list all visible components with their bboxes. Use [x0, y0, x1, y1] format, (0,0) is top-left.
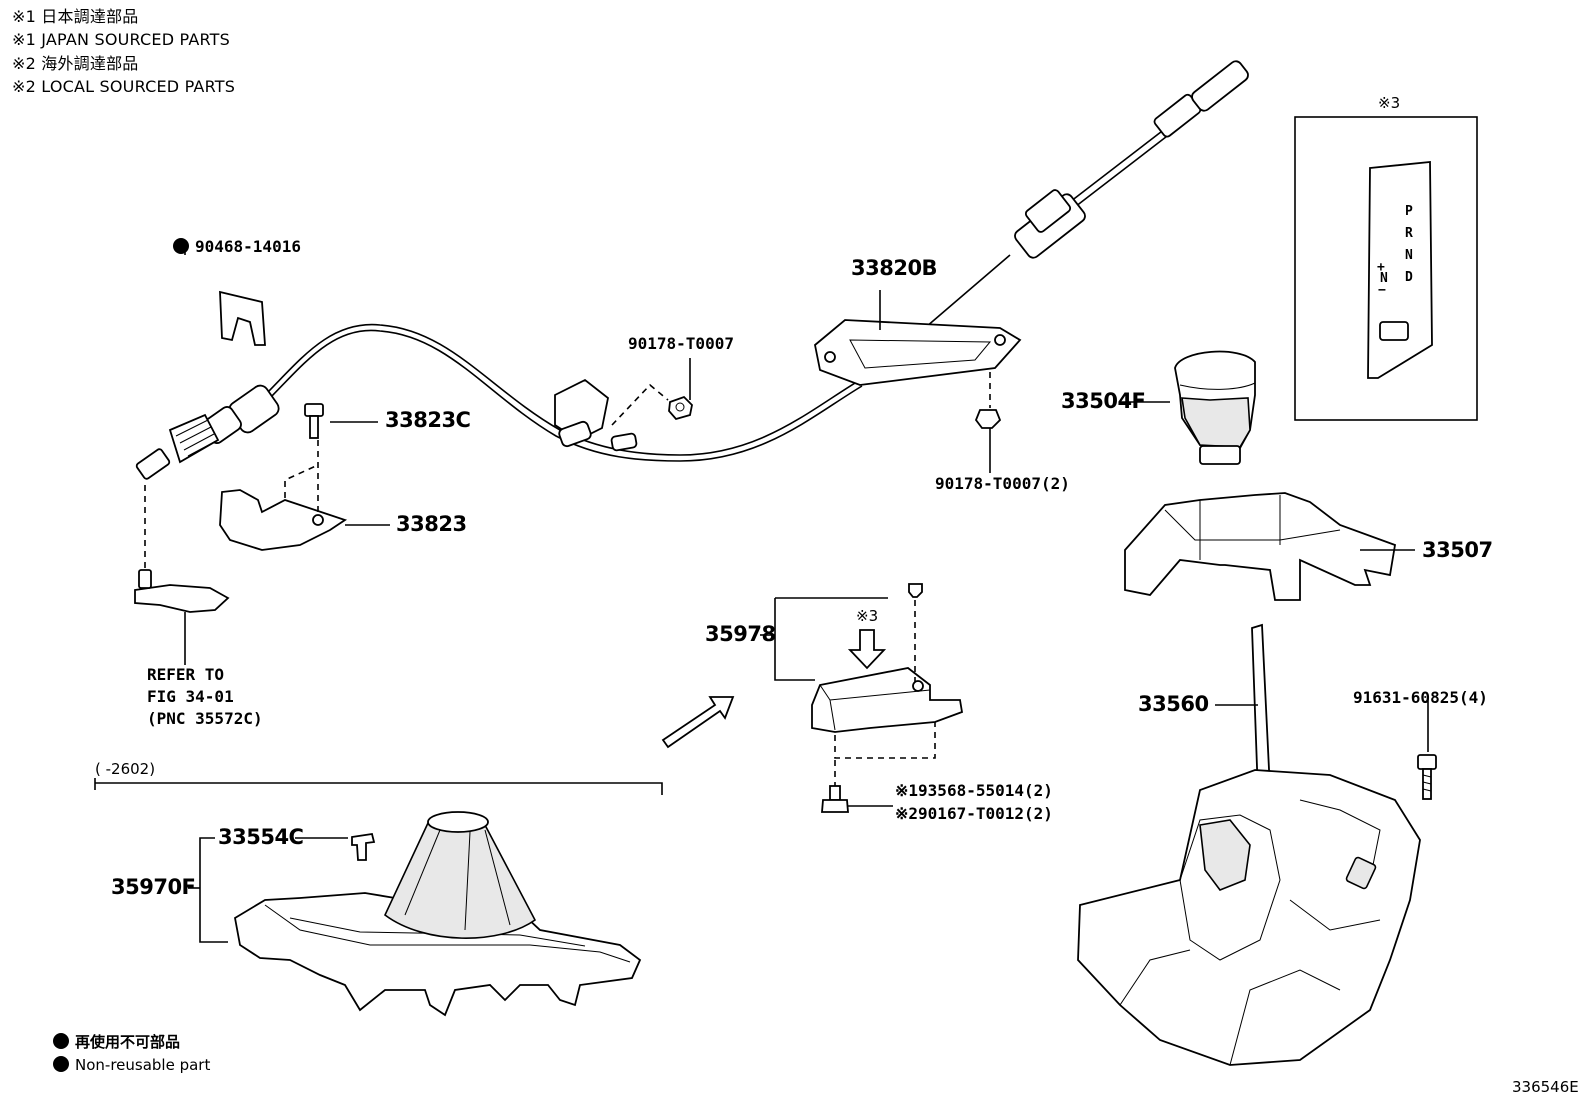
mark-3-box-label: ※3 [1378, 94, 1401, 112]
console-boot-35970F [234, 811, 642, 1017]
non-reusable-bullet-icon [53, 1033, 69, 1049]
bolt-33823C [304, 403, 324, 439]
gate-plus: + [1377, 260, 1385, 275]
bolt-91631 [1417, 754, 1437, 800]
note-2-jp: ※2 海外調達部品 [12, 54, 139, 73]
shift-indicator-frame [1294, 116, 1478, 421]
part-label-90468: 90468-14016 [173, 238, 301, 255]
part-label-90178-upper: 90178-T0007 [628, 334, 734, 353]
note-2-en: ※2 LOCAL SOURCED PARTS [12, 77, 236, 96]
part-label-33823C: 33823C [385, 408, 471, 432]
mark-3-label: ※3 [856, 607, 879, 625]
part-label-33554C: 33554C [218, 825, 304, 849]
non-reusable-bullet-icon [173, 238, 189, 254]
cable-bracket-plate [814, 319, 1022, 386]
part-label-33820B: 33820B [851, 256, 938, 280]
note-1-en: ※1 JAPAN SOURCED PARTS [12, 30, 231, 49]
gate-letter-n-left: N [1380, 271, 1388, 286]
gate-letter-p: P [1405, 204, 1413, 219]
gate-minus: − [1378, 283, 1386, 298]
gate-letter-n: N [1405, 248, 1413, 263]
legend-jp: 再使用不可部品 [53, 1033, 180, 1050]
clip-90468 [219, 290, 266, 346]
refer-line-3: (PNC 35572C) [147, 709, 263, 728]
gate-letter-r: R [1405, 226, 1413, 241]
lever-pnc-35572C [134, 584, 230, 613]
bezel-33507 [1124, 492, 1397, 601]
mark3-arrow [847, 629, 887, 670]
part-label-91631: 91631-60825(4) [1353, 688, 1488, 707]
part-label-33507: 33507 [1422, 538, 1493, 562]
part-label-33560: 33560 [1138, 692, 1209, 716]
figure-id: 336546E [1512, 1078, 1579, 1096]
shift-knob-33504F [1174, 350, 1256, 465]
nut-90178-lower [974, 409, 1002, 429]
nut-90178-upper [668, 395, 693, 421]
bracket-35978 [811, 667, 964, 733]
legend-en: Non-reusable part [53, 1056, 210, 1073]
part-label-90167: ※290167-T0012(2) [895, 804, 1053, 823]
shift-lever-assembly-33560 [1077, 623, 1421, 1066]
part-label-33823: 33823 [396, 512, 467, 536]
direction-arrow [661, 696, 735, 749]
bracket-33823 [219, 489, 348, 551]
part-label-33504F: 33504F [1061, 389, 1146, 413]
date-range: ( -2602) [95, 760, 156, 778]
part-label-35978: 35978 [705, 622, 776, 646]
refer-line-1: REFER TO [147, 665, 225, 684]
shift-cable-33820B [135, 60, 1249, 480]
part-label-90178-lower: 90178-T0007(2) [935, 474, 1070, 493]
clip-33554C [351, 832, 376, 861]
refer-line-2: FIG 34-01 [147, 687, 234, 706]
note-1-jp: ※1 日本調達部品 [12, 7, 139, 26]
screw-93568 [821, 785, 849, 813]
part-label-35970F: 35970F [111, 875, 196, 899]
part-label-93568: ※193568-55014(2) [895, 781, 1053, 800]
non-reusable-bullet-icon [53, 1056, 69, 1072]
gate-letter-d: D [1405, 270, 1413, 285]
